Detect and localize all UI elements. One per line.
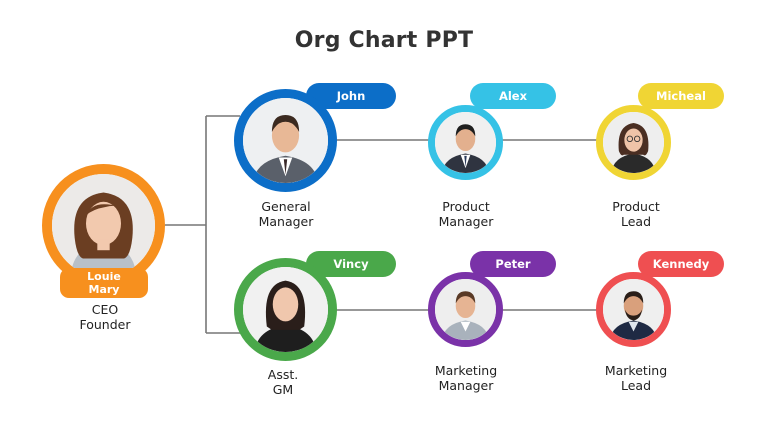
john-role: General Manager xyxy=(226,199,346,229)
john-role-line2: Manager xyxy=(258,214,314,229)
peter-role-line1: Marketing xyxy=(434,363,498,378)
vincy-role-line2: GM xyxy=(272,382,294,397)
john-role-line1: General xyxy=(261,199,311,214)
peter-role-line2: Manager xyxy=(438,378,494,393)
kennedy-role-line1: Marketing xyxy=(604,363,668,378)
page-title: Org Chart PPT xyxy=(294,28,474,53)
ceo-name-badge: Louie Mary xyxy=(60,268,148,298)
john-avatar xyxy=(234,89,337,192)
alex-portrait xyxy=(435,112,496,173)
micheal-portrait xyxy=(603,112,664,173)
ceo-role-line1: CEO xyxy=(91,302,119,317)
alex-role-line2: Manager xyxy=(438,214,494,229)
vincy-avatar xyxy=(234,258,337,361)
peter-avatar xyxy=(428,272,503,347)
ceo-role: CEO Founder xyxy=(45,302,165,332)
micheal-role-line2: Lead xyxy=(620,214,652,229)
kennedy-role: Marketing Lead xyxy=(576,363,696,393)
ceo-name-line1: Louie xyxy=(87,270,121,283)
alex-role-line1: Product xyxy=(442,199,490,214)
alex-avatar xyxy=(428,105,503,180)
vincy-role-line1: Asst. xyxy=(267,367,299,382)
vincy-portrait xyxy=(243,267,328,352)
kennedy-avatar xyxy=(596,272,671,347)
alex-role: Product Manager xyxy=(406,199,526,229)
ceo-portrait xyxy=(52,174,155,277)
ceo-name-line2: Mary xyxy=(88,283,120,296)
kennedy-portrait xyxy=(603,279,664,340)
kennedy-name-tag: Kennedy xyxy=(638,251,724,277)
alex-name-tag: Alex xyxy=(470,83,556,109)
peter-role: Marketing Manager xyxy=(406,363,526,393)
micheal-name-tag: Micheal xyxy=(638,83,724,109)
peter-name-tag: Peter xyxy=(470,251,556,277)
micheal-role: Product Lead xyxy=(576,199,696,229)
micheal-role-line1: Product xyxy=(612,199,660,214)
micheal-avatar xyxy=(596,105,671,180)
peter-portrait xyxy=(435,279,496,340)
kennedy-role-line2: Lead xyxy=(620,378,652,393)
john-portrait xyxy=(243,98,328,183)
ceo-role-line2: Founder xyxy=(79,317,131,332)
vincy-role: Asst. GM xyxy=(223,367,343,397)
